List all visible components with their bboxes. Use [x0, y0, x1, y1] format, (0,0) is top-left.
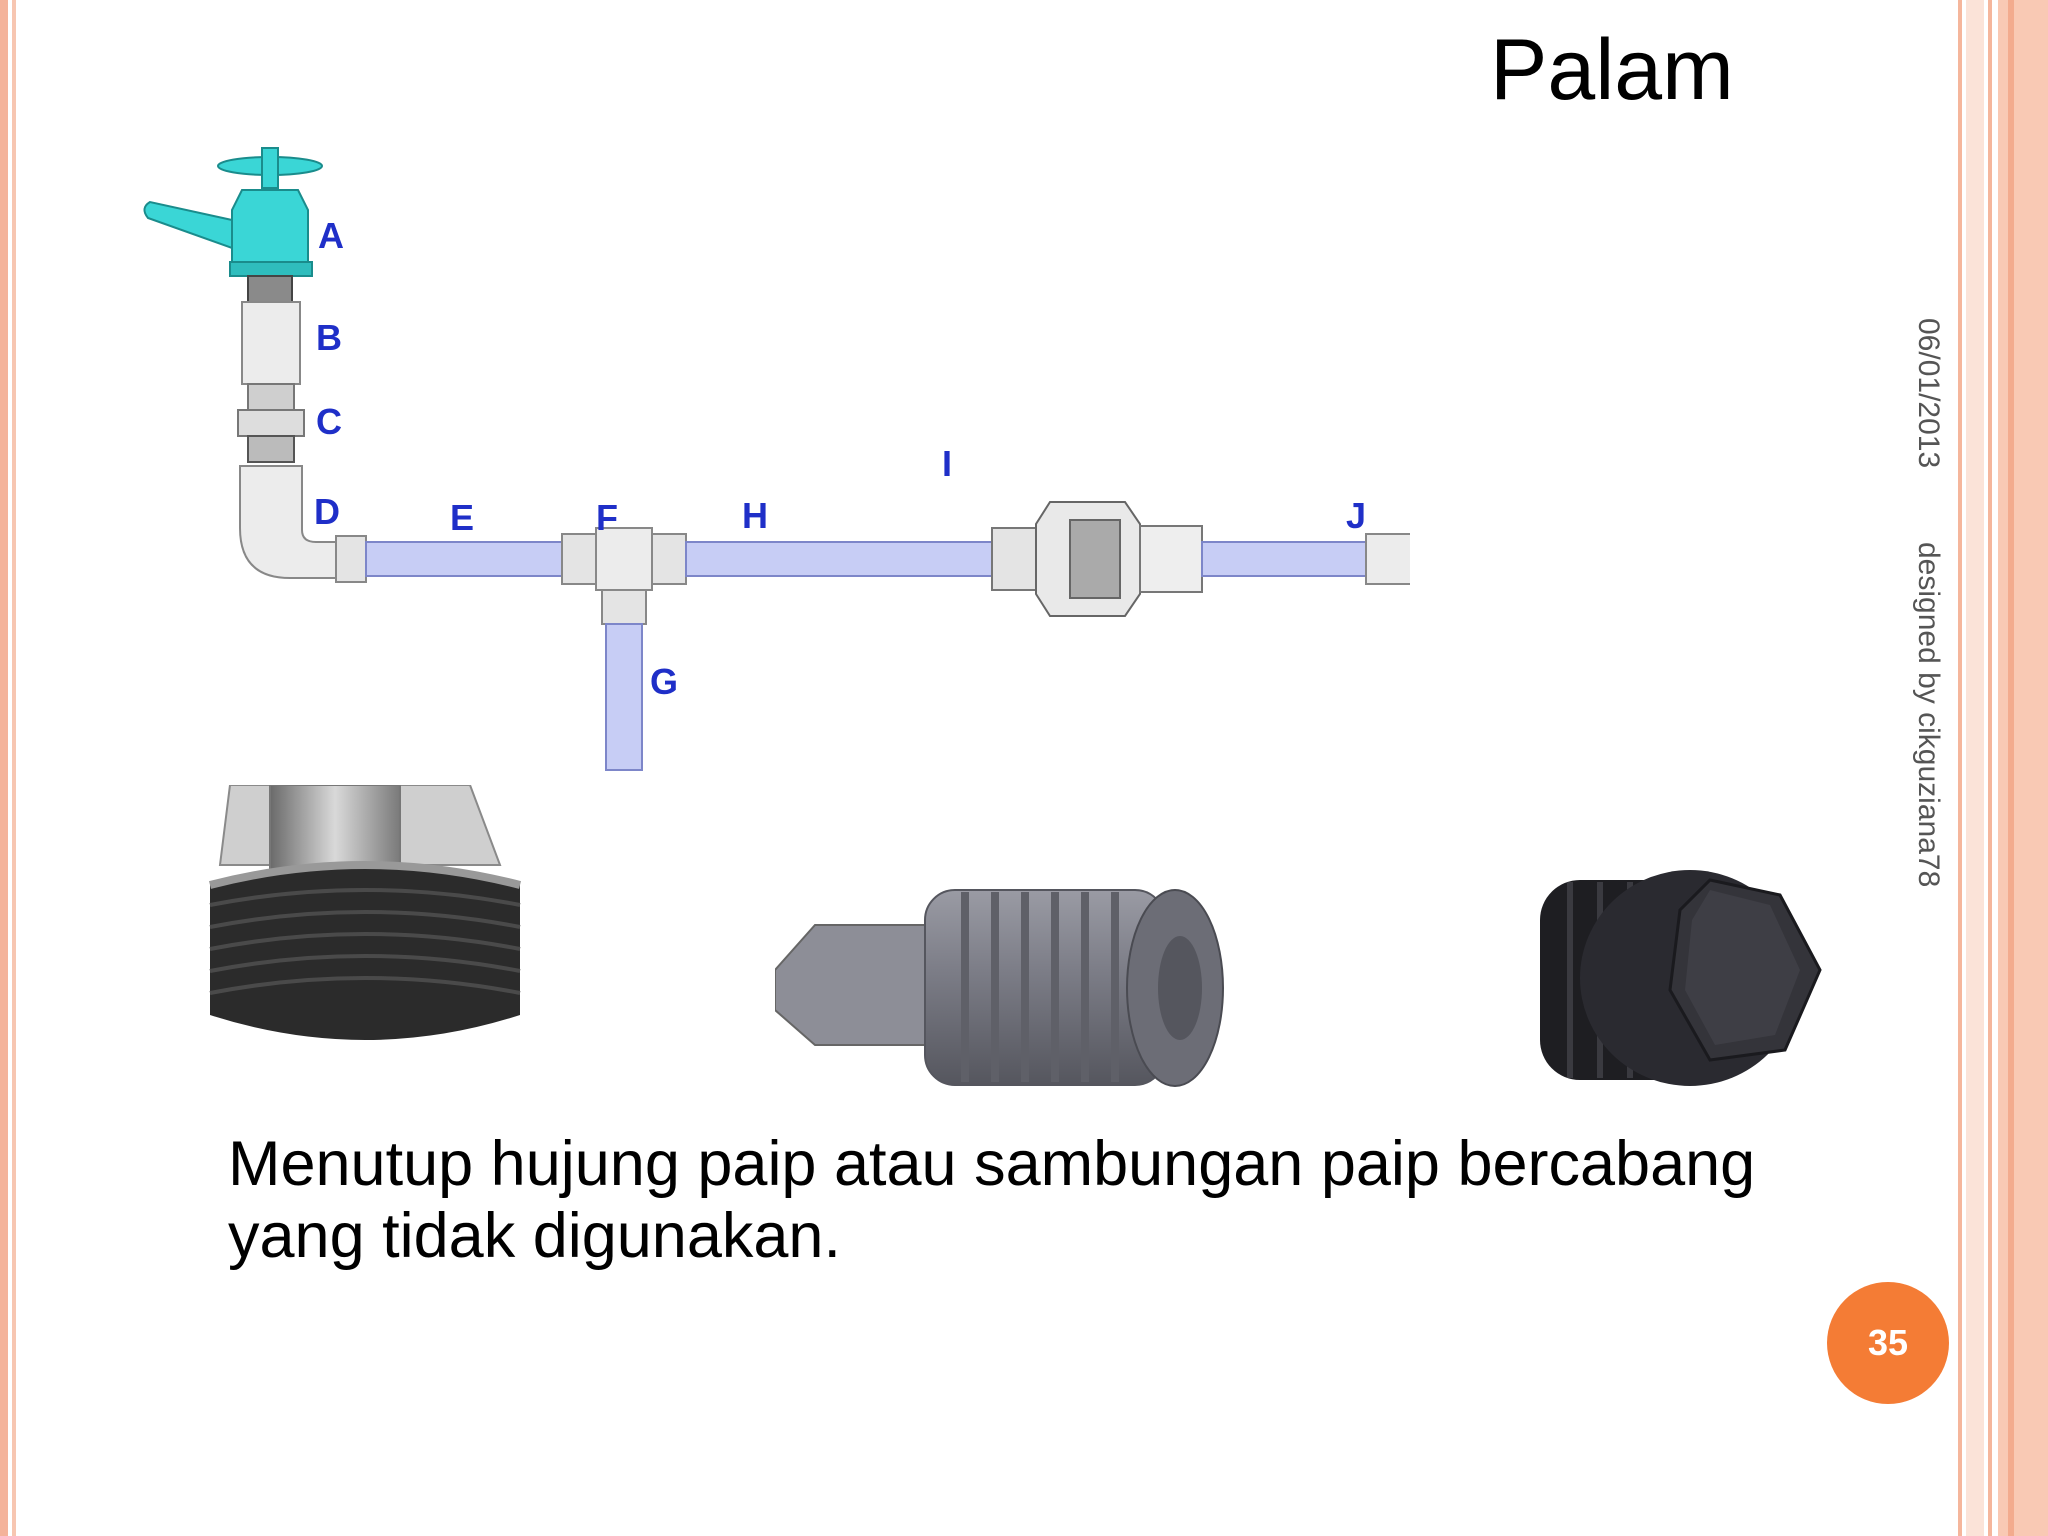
union-i	[991, 501, 1203, 617]
slide-date: 06/01/2013	[1912, 318, 1945, 469]
slide-title: Palam	[1490, 22, 1734, 118]
slide-body-text: Menutup hujung paip atau sambungan paip …	[228, 1129, 1756, 1271]
slide-border-right-line	[1958, 0, 1962, 1536]
pipe-assembly-diagram: A B C D E F G H I J	[143, 147, 1410, 771]
tap-icon	[143, 147, 323, 305]
diagram-label-h: H	[742, 495, 768, 536]
nipple-c	[237, 383, 305, 463]
pipe-h	[685, 541, 997, 577]
black-hex-plug-photo	[1540, 870, 1822, 1086]
page-number: 35	[1867, 1322, 1909, 1363]
page-number-badge: 35	[1827, 1282, 1949, 1404]
slide-credit: designed by cikguziana78	[1912, 542, 1945, 888]
diagram-label-c: C	[316, 401, 342, 442]
pipe-j	[1201, 541, 1373, 577]
diagram-label-g: G	[650, 661, 678, 702]
socket-b	[241, 301, 301, 385]
diagram-label-e: E	[450, 497, 474, 538]
diagram-label-b: B	[316, 317, 342, 358]
slide-border-left-inner	[12, 0, 16, 1536]
elbow-d	[239, 465, 367, 583]
diagram-label-f: F	[596, 497, 618, 538]
galvanized-plug-photo	[209, 785, 521, 1040]
diagram-label-j: J	[1346, 495, 1366, 536]
diagram-label-a: A	[318, 215, 344, 256]
tee-f	[561, 527, 687, 625]
slide-border-right-edge	[1998, 0, 2048, 1536]
pipe-g	[605, 623, 643, 771]
pipe-e	[365, 541, 567, 577]
diagram-label-i: I	[942, 443, 952, 484]
slide-border-right-line-2	[1988, 0, 1992, 1536]
slide-border-left-outer	[0, 0, 8, 1536]
plug-j	[1365, 533, 1410, 585]
slide-border-right-band	[1966, 0, 1984, 1536]
diagram-label-d: D	[314, 491, 340, 532]
slide-border-right-stripe	[2008, 0, 2014, 1536]
pvc-plug-photo	[775, 889, 1224, 1087]
